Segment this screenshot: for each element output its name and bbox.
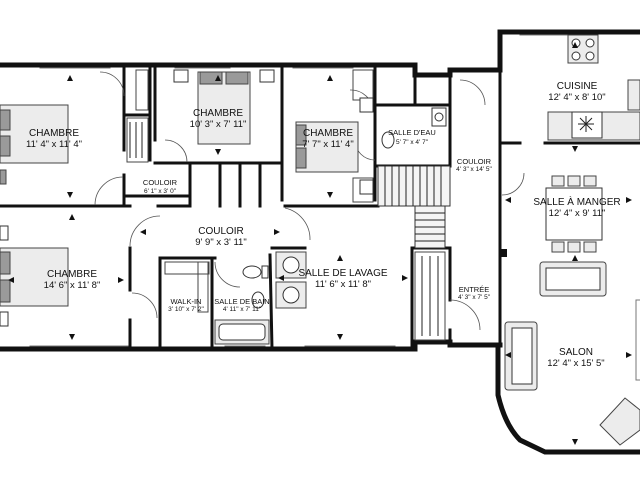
room-name-salle-de-lavage: SALLE DE LAVAGE	[298, 268, 387, 279]
room-dims-walk-in: 3' 10" x 7' 2"	[168, 306, 204, 313]
furniture	[0, 34, 640, 446]
room-dims-couloir-main: 9' 9" x 3' 11"	[195, 237, 246, 248]
room-dims-chambre-left-bottom: 14' 6" x 11' 8"	[44, 280, 101, 291]
bed-bottom-left	[0, 225, 69, 327]
living-room-furniture	[504, 261, 640, 446]
room-name-chambre-top-mid: CHAMBRE	[193, 108, 243, 119]
room-dims-couloir-right: 4' 3" x 14' 5"	[456, 166, 492, 173]
powder-room-fixtures	[381, 107, 447, 149]
room-dims-entree: 4' 3" x 7' 5"	[458, 294, 491, 301]
room-dims-salle-deau: 5' 7" x 4' 7"	[396, 139, 429, 146]
room-dims-chambre-top-right: 7' 7" x 11' 4"	[302, 139, 353, 150]
room-dims-cuisine: 12' 4" x 8' 10"	[548, 92, 605, 103]
room-name-salon: SALON	[559, 347, 593, 358]
column-post	[499, 249, 507, 257]
details	[499, 116, 594, 257]
room-dims-couloir-small: 6' 1" x 3' 0"	[144, 188, 177, 195]
room-name-salle-a-manger: SALLE À MANGER	[533, 195, 620, 208]
room-dims-salle-de-lavage: 11' 6" x 11' 8"	[315, 279, 371, 290]
room-name-walk-in: WALK-IN	[171, 297, 202, 306]
bed-top-left	[0, 104, 69, 185]
dining-set	[545, 175, 603, 253]
room-name-couloir-right: COULOIR	[457, 157, 492, 166]
room-name-entree: ENTRÉE	[459, 285, 489, 294]
room-name-couloir-small: COULOIR	[143, 178, 178, 187]
room-name-couloir-main: COULOIR	[198, 226, 244, 237]
window-salon-right	[635, 299, 640, 381]
room-name-chambre-top-right: CHAMBRE	[303, 128, 353, 139]
interior-walls	[0, 63, 640, 351]
laundry-machines	[275, 251, 307, 309]
room-name-chambre-left-top: CHAMBRE	[29, 128, 79, 139]
room-name-salle-deau: SALLE D'EAU	[388, 128, 436, 137]
room-dims-chambre-top-mid: 10' 3" x 7' 11"	[190, 119, 247, 130]
room-labels: CHAMBRE 11' 4" x 11' 4" CHAMBRE 10' 3" x…	[26, 81, 621, 369]
kitchen-fixtures	[547, 34, 640, 141]
room-name-cuisine: CUISINE	[557, 81, 598, 92]
room-dims-salle-a-manger: 12' 4" x 9' 11"	[549, 208, 606, 219]
bathroom-fixtures	[214, 265, 270, 345]
room-name-chambre-left-bottom: CHAMBRE	[47, 269, 97, 280]
exterior-walls	[0, 29, 640, 455]
room-dims-salle-de-bain: 4' 11" x 7' 11"	[223, 306, 262, 313]
room-dims-chambre-left-top: 11' 4" x 11' 4"	[26, 139, 82, 150]
closets	[126, 69, 446, 341]
bed-top-right	[295, 97, 374, 195]
stairs	[377, 165, 451, 249]
room-name-salle-de-bain: SALLE DE BAIN	[214, 297, 269, 306]
dimension-markers	[8, 42, 632, 445]
bed-top-mid	[173, 69, 275, 145]
kitchen-sink-icon	[578, 116, 594, 132]
room-dims-salon: 12' 4" x 15' 5"	[547, 358, 604, 369]
